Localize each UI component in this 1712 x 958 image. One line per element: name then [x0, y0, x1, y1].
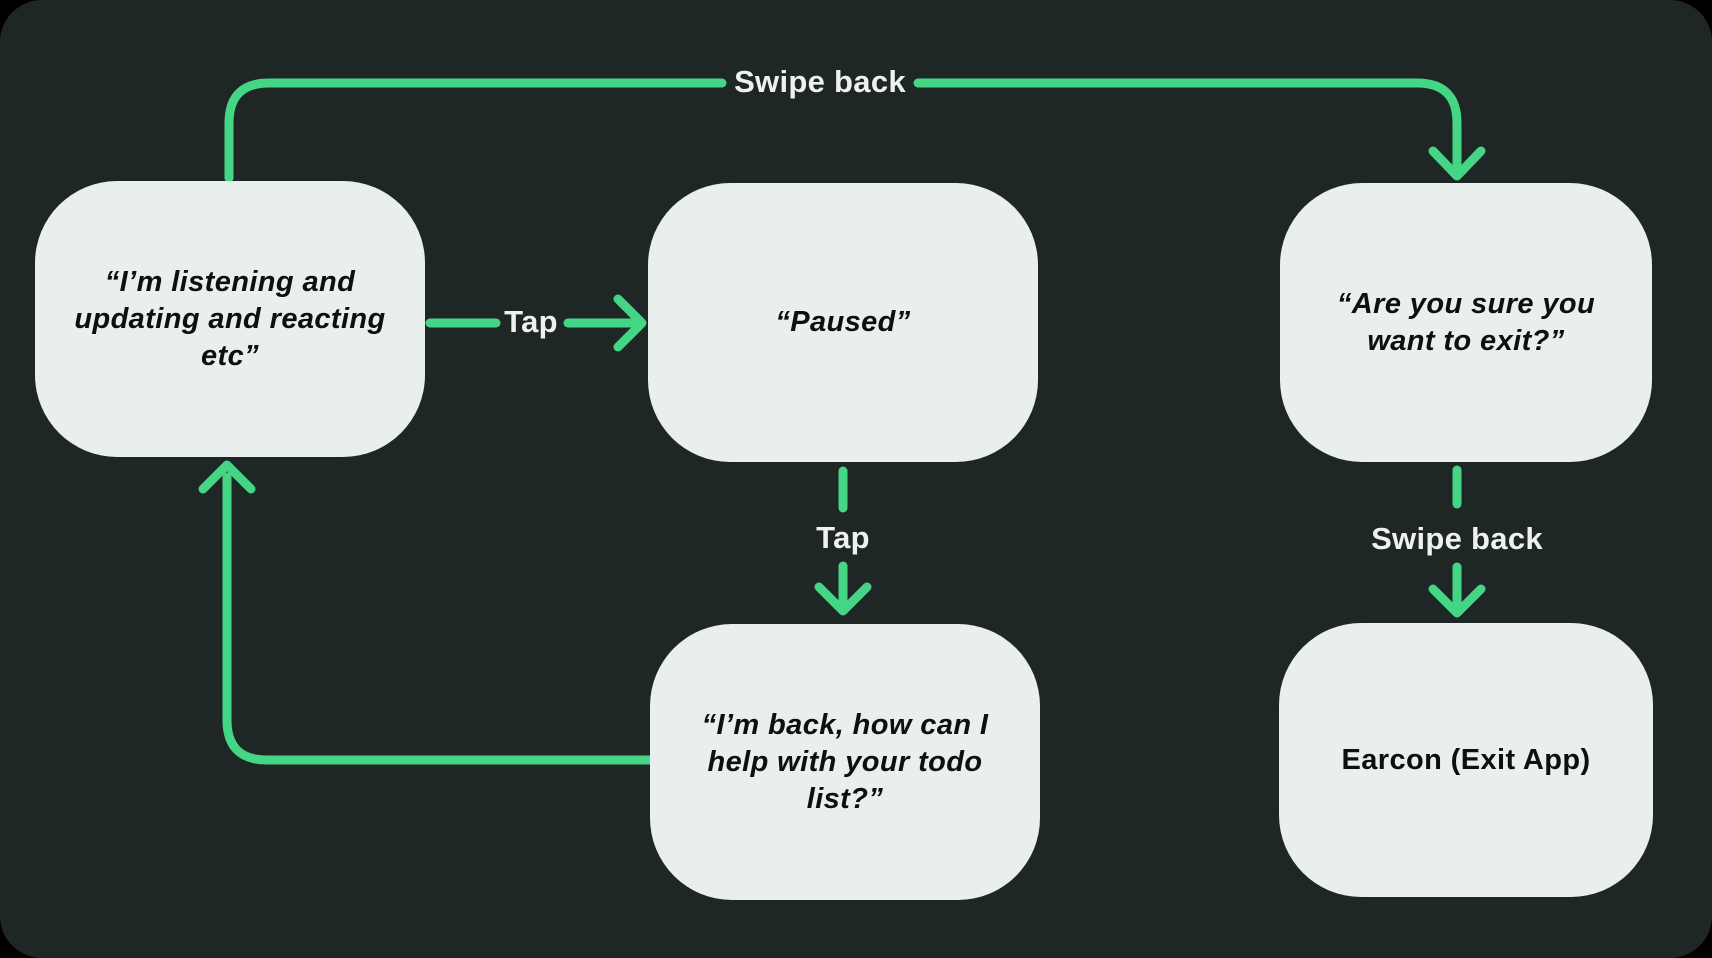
edge-swipe-back-top-segment-left	[224, 78, 727, 183]
edge-label-swipe-back-top: Swipe back	[734, 64, 906, 99]
node-back-from-pause: “I’m back, how can I help with your todo…	[650, 624, 1040, 900]
node-text-line: etc”	[200, 339, 259, 372]
edge-tap-pause-arrowhead	[613, 294, 647, 352]
node-text-line: want to exit?”	[1367, 324, 1565, 357]
node-listening: “I’m listening and updating and reacting…	[35, 181, 425, 457]
edge-label-tap-pause: Tap	[504, 304, 558, 339]
node-text-line: “Are you sure you	[1336, 287, 1596, 320]
node-earcon-exit: Earcon (Exit App)	[1279, 623, 1653, 897]
node-paused: “Paused”	[648, 183, 1038, 462]
node-text-line: updating and reacting	[74, 302, 386, 335]
edge-label-swipe-back-exit: Swipe back	[1371, 521, 1543, 556]
edge-swipe-back-top-arrowhead	[1428, 146, 1486, 181]
edge-loop-return-arrowhead	[198, 460, 256, 494]
node-paused-label: “Paused”	[775, 306, 911, 338]
edge-swipe-back-top-segment-right	[913, 78, 1462, 171]
node-text-line: “I’m listening and	[104, 265, 356, 298]
node-listening-label: “I’m listening and updating and reacting…	[44, 264, 415, 375]
edge-swipe-back-exit-arrowhead	[1428, 584, 1486, 618]
node-back-from-pause-label: “I’m back, how can I help with your todo…	[672, 707, 1019, 818]
edge-label-tap-resume: Tap	[816, 520, 870, 555]
node-text-line: help with your todo	[707, 745, 983, 778]
node-text-line: “I’m back, how can I	[701, 708, 989, 741]
node-text-line: list?”	[806, 782, 884, 815]
node-confirm-exit-label: “Are you sure you want to exit?”	[1307, 286, 1625, 360]
node-confirm-exit: “Are you sure you want to exit?”	[1280, 183, 1652, 462]
edge-loop-return-segment	[222, 472, 655, 765]
node-earcon-exit-label: Earcon (Exit App)	[1341, 743, 1591, 776]
edge-tap-resume-arrowhead	[814, 582, 872, 616]
